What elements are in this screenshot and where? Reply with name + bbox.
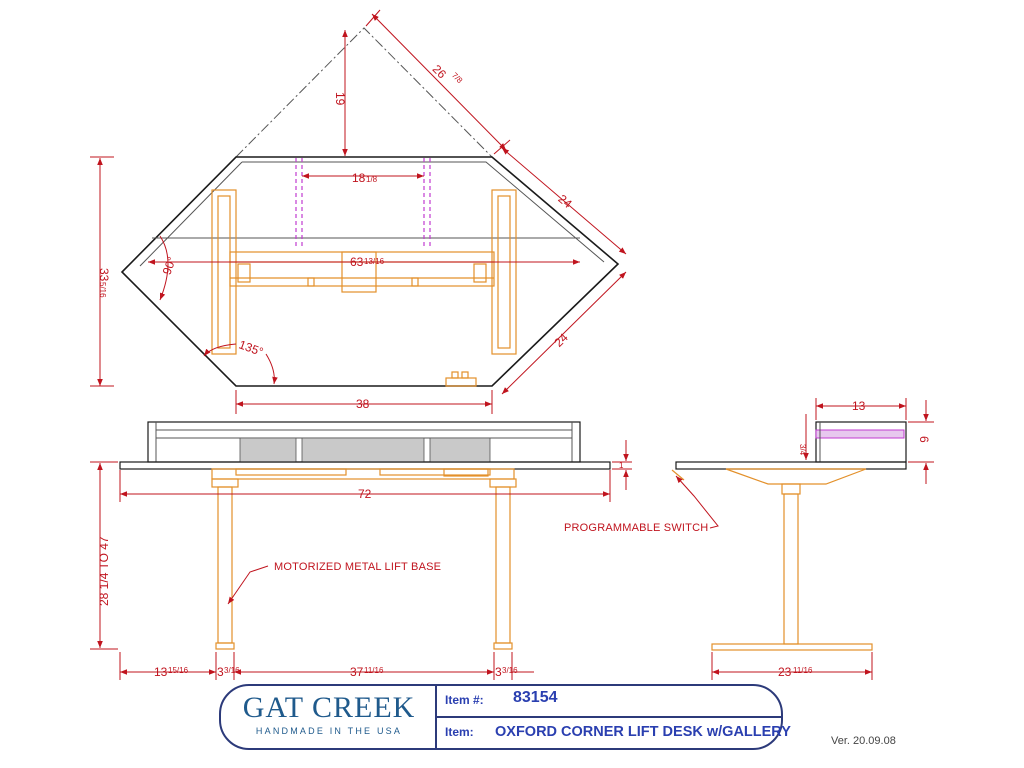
item-name-row: Item: OXFORD CORNER LIFT DESK w/GALLERY (437, 718, 791, 748)
dim-inner-width: 63 (350, 255, 364, 269)
dim-angle-90: 90° (160, 255, 179, 277)
note-lift-base: MOTORIZED METAL LIFT BASE (274, 561, 441, 573)
dim-leg-width-right-fraction: 3/16 (502, 666, 518, 675)
dim-front-width: 38 (356, 397, 370, 411)
dim-leg-span-fraction: 11/16 (364, 666, 384, 675)
dim-overall-depth-fraction: 5/16 (98, 282, 107, 298)
side-view: 13 6 3/4 PROGRAMMABLE SWITCH 23 11/16 (564, 398, 934, 680)
dim-gallery-span: 18 (352, 171, 366, 185)
dim-overall-width: 72 (358, 487, 372, 501)
dim-corner-diagonal-fraction: 7/8 (450, 71, 465, 86)
dim-inner-width-fraction: 13/16 (364, 257, 385, 266)
dim-leg-width-right: 3 (495, 665, 502, 679)
desk-top-side (675, 461, 907, 470)
gallery-divider-left (295, 158, 303, 246)
desk-top-front (119, 461, 611, 470)
dim-leg-span: 37 (350, 665, 364, 679)
item-number-label: Item #: (445, 693, 484, 707)
dim-overall-depth: 33 (97, 268, 111, 282)
corner-extension-line (235, 27, 493, 158)
item-name-label: Item: (445, 725, 474, 739)
desk-top-outline (120, 156, 620, 387)
dim-corner-depth: 19 (333, 92, 347, 106)
dim-left-overhang: 13 (154, 665, 168, 679)
dim-top-thickness: 1 (619, 461, 624, 470)
dim-foot-length-fraction: 11/16 (793, 666, 813, 675)
dim-corner-diagonal: 26 (430, 62, 450, 82)
dim-foot-length: 23 (778, 665, 792, 679)
brand-logo: GAT CREEK HANDMADE IN THE USA (221, 686, 437, 748)
front-view: 1 72 28 1/4 TO 47 MOTORIZED METAL LIFT B… (90, 421, 632, 680)
item-number-row: Item #: 83154 (437, 686, 781, 718)
gallery-side (815, 421, 907, 463)
dim-height-range: 28 1/4 TO 47 (97, 536, 111, 606)
dim-left-overhang-fraction: 15/16 (168, 666, 189, 675)
dim-gallery-thickness: 3/4 (798, 444, 807, 456)
item-number-value: 83154 (513, 689, 558, 706)
dim-gallery-depth: 13 (852, 399, 866, 413)
dim-leg-width-left: 3 (217, 665, 224, 679)
gallery-divider-right (423, 158, 431, 246)
brand-tagline: HANDMADE IN THE USA (255, 726, 403, 736)
dim-gallery-span-fraction: 1/8 (366, 175, 378, 184)
brand-name: GAT CREEK (242, 691, 416, 724)
lift-base-front (211, 468, 517, 650)
gallery-cubby-left (239, 437, 297, 463)
dim-leg-width-left-fraction: 3/16 (224, 666, 240, 675)
dim-angle-135: 135° (237, 337, 265, 359)
dim-right-side-lower: 24 (551, 330, 571, 350)
item-info: Item #: 83154 Item: OXFORD CORNER LIFT D… (437, 686, 791, 748)
lift-base-side (671, 468, 873, 651)
dim-gallery-height: 6 (917, 436, 931, 443)
title-block: GAT CREEK HANDMADE IN THE USA Item #: 83… (219, 684, 791, 750)
item-name-value: OXFORD CORNER LIFT DESK w/GALLERY (495, 724, 791, 740)
version-label: Ver. 20.09.08 (831, 735, 896, 747)
gallery-cubby-center (301, 437, 425, 463)
note-programmable-switch: PROGRAMMABLE SWITCH (564, 522, 708, 534)
top-view: 26 7/8 19 18 1/8 24 24 33 5/16 63 13/16 … (90, 9, 627, 414)
gallery-cubby-right (429, 437, 491, 463)
